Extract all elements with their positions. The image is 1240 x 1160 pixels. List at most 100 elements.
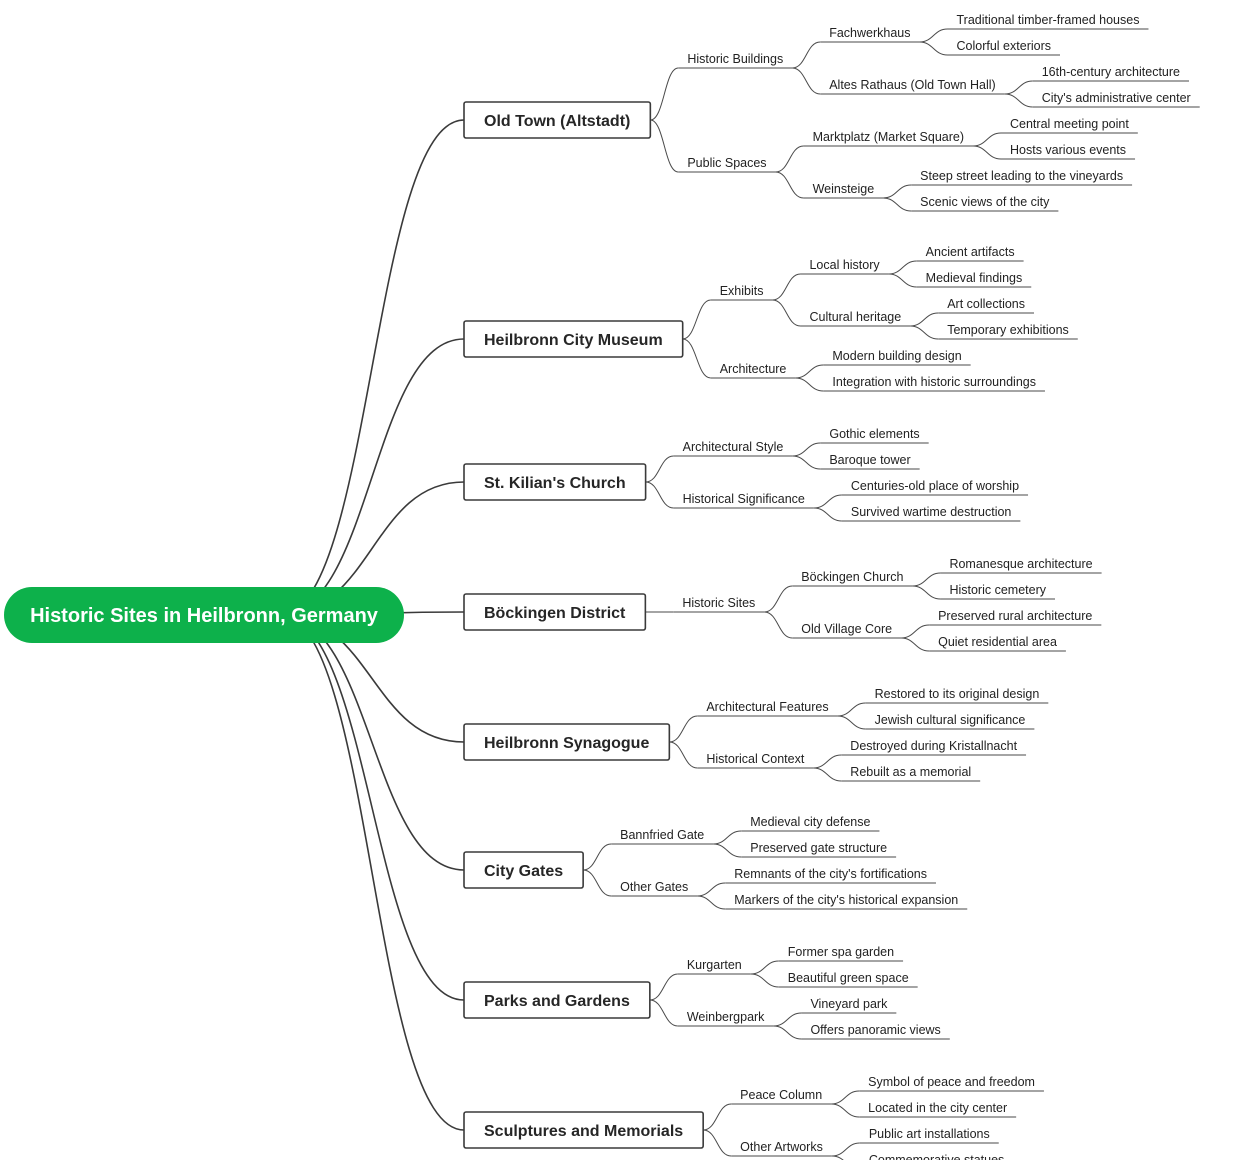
edge-weinbergpark: [649, 999, 678, 1027]
leaf-colorful-exteriors: Colorful exteriors: [957, 39, 1051, 53]
edge-root-parks-and-gardens: [279, 614, 465, 1001]
leaf-scenic-views-of-the-city: Scenic views of the city: [920, 195, 1050, 209]
leaf-quiet-residential-area: Quiet residential area: [938, 635, 1057, 649]
branch-label: Böckingen District: [484, 605, 626, 622]
leaf-ancient-artifacts: Ancient artifacts: [926, 245, 1015, 259]
branch-old-town-altstadt[interactable]: Old Town (Altstadt): [463, 101, 652, 139]
node-exhibits: Exhibits: [720, 284, 764, 298]
edge-integration-with-historic-surroundings: [795, 377, 824, 392]
branch-label: Sculptures and Memorials: [484, 1123, 683, 1140]
edge-16th-century-architecture: [1004, 80, 1033, 95]
edge-architectural-style: [645, 455, 674, 483]
leaf-modern-building-design: Modern building design: [832, 349, 961, 363]
leaf-markers-of-the-city-s-historical-expansion: Markers of the city's historical expansi…: [734, 893, 958, 907]
leaf-offers-panoramic-views: Offers panoramic views: [810, 1023, 940, 1037]
edge-historical-context: [669, 741, 698, 769]
leaf-rebuilt-as-a-memorial: Rebuilt as a memorial: [850, 765, 971, 779]
edge-historic-buildings: [650, 67, 679, 121]
leaf-16th-century-architecture: 16th-century architecture: [1042, 65, 1180, 79]
branch-bockingen-district[interactable]: Böckingen District: [463, 593, 647, 631]
edge-jewish-cultural-significance: [837, 715, 866, 730]
edge-beautiful-green-space: [750, 973, 779, 988]
edge-scenic-views-of-the-city: [883, 197, 912, 212]
node-historical-context: Historical Context: [706, 752, 804, 766]
edge-ancient-artifacts: [888, 260, 917, 275]
branch-heilbronn-synagogue[interactable]: Heilbronn Synagogue: [463, 723, 671, 761]
node-peace-column: Peace Column: [740, 1088, 822, 1102]
edge-root-city-gates: [279, 614, 465, 871]
edge-rebuilt-as-a-memorial: [813, 767, 842, 782]
node-architectural-style: Architectural Style: [683, 440, 784, 454]
branch-label: Parks and Gardens: [484, 993, 630, 1010]
leaf-jewish-cultural-significance: Jewish cultural significance: [875, 713, 1026, 727]
branch-heilbronn-city-museum[interactable]: Heilbronn City Museum: [463, 320, 684, 358]
leaf-gothic-elements: Gothic elements: [829, 427, 919, 441]
edge-centuries-old-place-of-worship: [813, 494, 842, 509]
leaf-vineyard-park: Vineyard park: [810, 997, 888, 1011]
leaf-historic-cemetery: Historic cemetery: [949, 583, 1046, 597]
node-altes-rathaus-old-town-hall: Altes Rathaus (Old Town Hall): [829, 78, 996, 92]
edge-city-s-administrative-center: [1004, 93, 1033, 108]
root-node[interactable]: Historic Sites in Heilbronn, Germany: [4, 587, 404, 643]
leaf-preserved-gate-structure: Preserved gate structure: [750, 841, 887, 855]
edge-historical-significance: [645, 481, 674, 509]
edge-commemorative-statues: [831, 1155, 844, 1160]
edge-located-in-the-city-center: [831, 1103, 860, 1118]
edge-remnants-of-the-city-s-fortifications: [697, 882, 726, 897]
node-architecture: Architecture: [720, 362, 787, 376]
edge-gothic-elements: [792, 442, 821, 457]
leaf-commemorative-statues: Commemorative statues: [869, 1153, 1004, 1160]
node-fachwerkhaus: Fachwerkhaus: [829, 26, 910, 40]
leaf-destroyed-during-kristallnacht: Destroyed during Kristallnacht: [850, 739, 1017, 753]
edge-bannfried-gate: [583, 843, 612, 871]
branch-sculptures-and-memorials[interactable]: Sculptures and Memorials: [463, 1111, 704, 1149]
edge-hosts-various-events: [972, 145, 1002, 160]
node-kurgarten: Kurgarten: [687, 958, 742, 972]
leaf-former-spa-garden: Former spa garden: [788, 945, 894, 959]
edge-medieval-findings: [888, 273, 917, 288]
edge-traditional-timber-framed-houses: [919, 28, 948, 43]
root-pill: [4, 587, 404, 643]
leaf-traditional-timber-framed-houses: Traditional timber-framed houses: [957, 13, 1140, 27]
edge-survived-wartime-destruction: [813, 507, 842, 522]
branch-parks-and-gardens[interactable]: Parks and Gardens: [463, 981, 651, 1019]
node-weinbergpark: Weinbergpark: [687, 1010, 765, 1024]
branch-label: Heilbronn City Museum: [484, 332, 663, 349]
branch-label: Old Town (Altstadt): [484, 113, 630, 130]
edge-markers-of-the-city-s-historical-expansion: [697, 895, 726, 910]
edge-exhibits: [682, 299, 711, 340]
node-other-gates: Other Gates: [620, 880, 688, 894]
edge-baroque-tower: [792, 455, 821, 470]
node-weinsteige: Weinsteige: [813, 182, 875, 196]
leaf-central-meeting-point: Central meeting point: [1010, 117, 1129, 131]
node-bannfried-gate: Bannfried Gate: [620, 828, 704, 842]
edge-other-artworks: [703, 1129, 732, 1157]
edge-destroyed-during-kristallnacht: [813, 754, 842, 769]
edge-steep-street-leading-to-the-vineyards: [883, 184, 912, 199]
edge-preserved-gate-structure: [713, 843, 742, 858]
leaf-medieval-city-defense: Medieval city defense: [750, 815, 870, 829]
branch-box: [463, 1111, 704, 1149]
edge-marktplatz-market-square: [775, 145, 804, 173]
branch-city-gates[interactable]: City Gates: [463, 851, 584, 889]
leaf-centuries-old-place-of-worship: Centuries-old place of worship: [851, 479, 1019, 493]
branch-label: Heilbronn Synagogue: [484, 735, 649, 752]
edge-restored-to-its-original-design: [837, 702, 866, 717]
edge-romanesque-architecture: [912, 572, 941, 587]
edge-architectural-features: [669, 715, 698, 743]
branch-box: [463, 463, 647, 501]
leaf-baroque-tower: Baroque tower: [829, 453, 910, 467]
node-bockingen-church: Böckingen Church: [801, 570, 903, 584]
edge-vineyard-park: [773, 1012, 802, 1027]
branch-box: [463, 101, 652, 139]
leaf-temporary-exhibitions: Temporary exhibitions: [947, 323, 1069, 337]
edge-historic-cemetery: [912, 585, 941, 600]
branch-st-kilian-s-church[interactable]: St. Kilian's Church: [463, 463, 647, 501]
edge-central-meeting-point: [972, 132, 1002, 147]
edge-root-sculptures-and-memorials: [279, 614, 465, 1131]
leaf-public-art-installations: Public art installations: [869, 1127, 990, 1141]
leaf-restored-to-its-original-design: Restored to its original design: [875, 687, 1040, 701]
leaf-romanesque-architecture: Romanesque architecture: [949, 557, 1092, 571]
leaf-symbol-of-peace-and-freedom: Symbol of peace and freedom: [868, 1075, 1035, 1089]
